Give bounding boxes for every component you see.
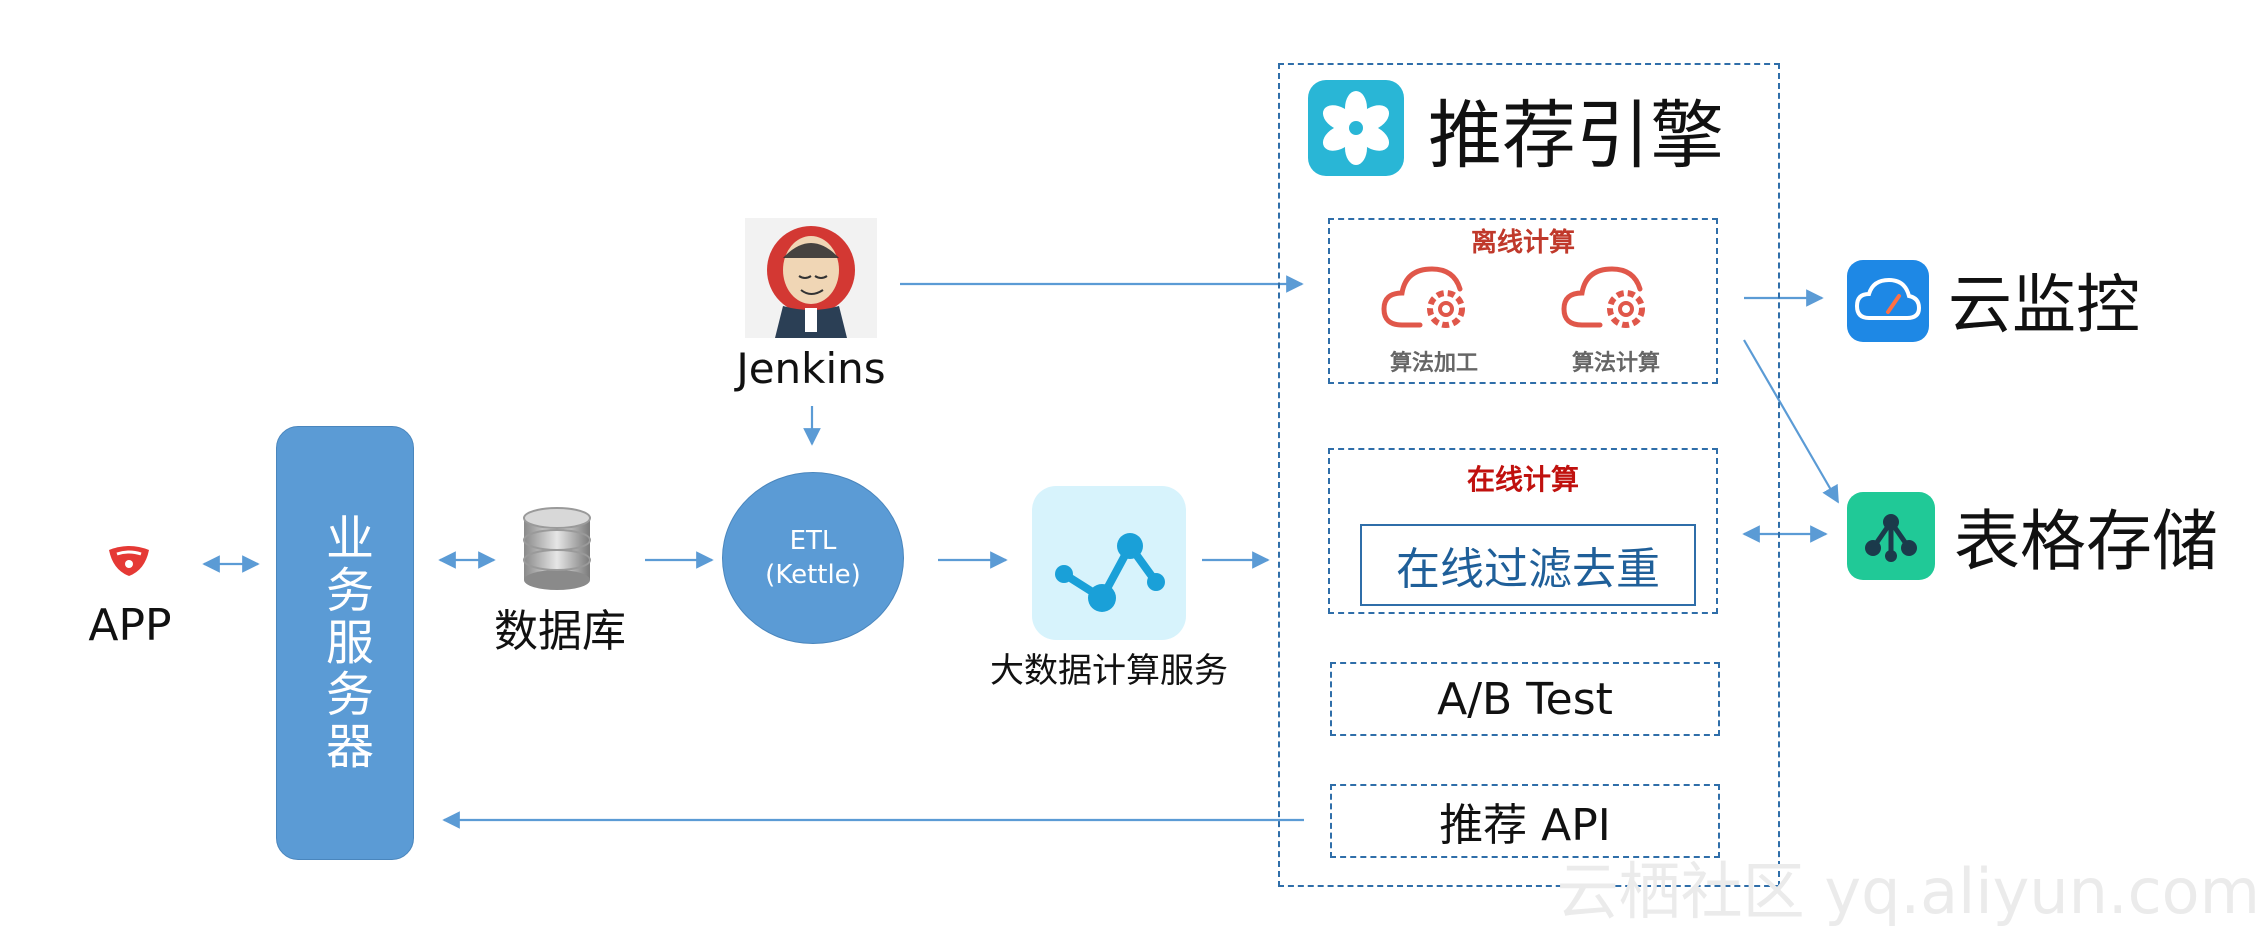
cloud-monitor-icon (1847, 260, 1929, 342)
engine-title: 推荐引擎 (1428, 92, 1724, 179)
algorithm-processing-label: 算法加工 (1389, 351, 1478, 376)
big-data-icon-tile (1032, 486, 1186, 640)
online-filter-dedup-box: 在线过滤去重 (1360, 524, 1696, 606)
algorithm-compute-label: 算法计算 (1571, 351, 1660, 376)
cloud-gear-icon (1561, 266, 1645, 328)
business-server-box (276, 426, 414, 860)
big-data-label: 大数据计算服务 (990, 650, 1228, 691)
offline-compute-box (1328, 218, 1718, 384)
pinwheel-icon (1322, 91, 1390, 165)
database-icon (523, 507, 591, 590)
offline-compute-title: 离线计算 (1470, 227, 1575, 258)
arrow-offline-table (1743, 339, 1839, 504)
watermark: 云栖社区 yq.aliyun.com (1556, 855, 2260, 928)
cloud-gauge-icon (1854, 277, 1922, 320)
cloud-monitor-label: 云监控 (1948, 269, 2140, 343)
app-icon (109, 546, 149, 576)
online-compute-box (1328, 448, 1718, 614)
online-compute-title: 在线计算 (1466, 463, 1579, 496)
etl-node (722, 472, 904, 644)
trend-line-icon (1055, 533, 1165, 612)
table-storage-icon (1847, 492, 1935, 580)
etl-label: ETL (Kettle) (722, 472, 904, 644)
app-label: APP (88, 599, 172, 651)
cloud-gear-icon (1381, 266, 1465, 328)
ab-test-box: A/B Test (1330, 662, 1720, 736)
network-node-icon (1865, 514, 1917, 562)
jenkins-butler-icon (745, 218, 877, 338)
recommend-api-box: 推荐 API (1330, 784, 1720, 858)
recommendation-engine-frame (1278, 63, 1780, 887)
business-server-label: 业务服务器 (317, 513, 373, 773)
database-label: 数据库 (494, 606, 626, 657)
jenkins-label: Jenkins (736, 343, 886, 393)
etl-label-line1: ETL (789, 526, 837, 556)
etl-label-line2: (Kettle) (765, 560, 861, 590)
table-storage-label: 表格存储 (1954, 503, 2218, 580)
engine-logo-icon (1308, 80, 1404, 176)
